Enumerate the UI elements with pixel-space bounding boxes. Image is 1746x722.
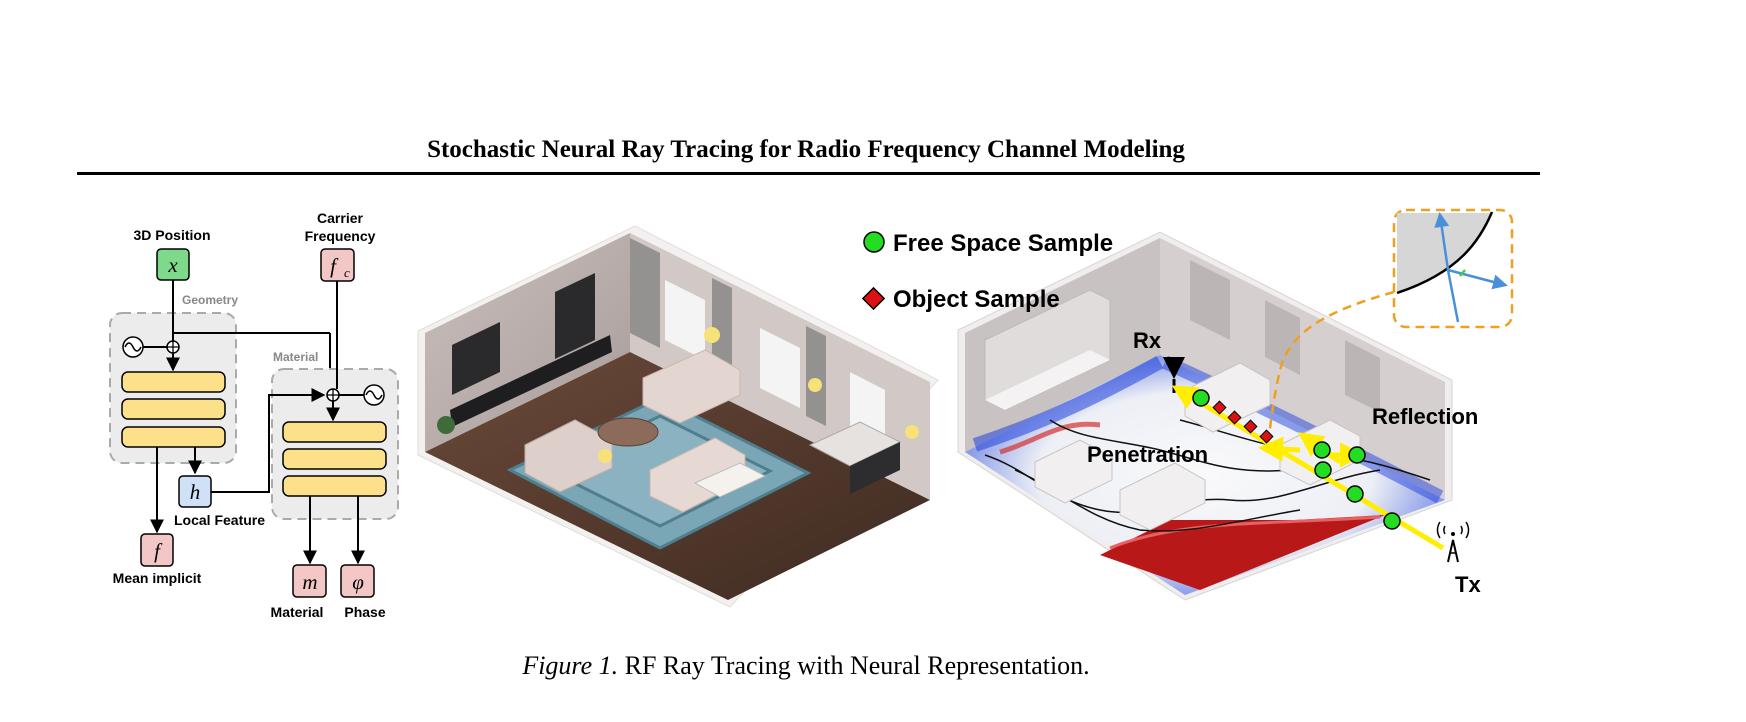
frequency-symbol: f — [330, 254, 339, 278]
position-input-label: 3D Position — [133, 227, 210, 243]
legend: Free Space Sample Object Sample — [861, 230, 1113, 313]
free-sample — [1314, 461, 1332, 479]
mean-implicit-symbol: f — [154, 539, 163, 563]
geometry-label: Geometry — [182, 293, 238, 307]
frequency-input-label-1: Carrier — [317, 210, 363, 226]
geometry-layer-2 — [121, 398, 226, 420]
free-sample — [1348, 446, 1366, 464]
phase-output-symbol: φ — [352, 570, 364, 594]
free-sample — [1192, 389, 1210, 407]
figure-caption: Figure 1. RF Ray Tracing with Neural Rep… — [0, 651, 1612, 681]
material-output-box — [292, 564, 327, 598]
material-layer-1 — [282, 421, 387, 443]
penetration-ray — [1258, 436, 1301, 462]
object-sample — [1243, 419, 1258, 434]
local-feature-label: Local Feature — [174, 512, 265, 528]
inset-connector — [1266, 290, 1395, 446]
material-output-symbol: m — [302, 570, 317, 594]
frequency-input-label-2: Frequency — [305, 228, 376, 244]
reflection-label: Reflection — [1372, 404, 1478, 429]
legend-object-marker — [861, 286, 886, 311]
phase-output-label: Phase — [344, 604, 385, 620]
material-layer-3 — [282, 475, 387, 497]
network-diagram: 3D Position x Carrier Frequency f c Geom… — [109, 210, 399, 620]
legend-free-marker — [863, 231, 885, 253]
room-render — [417, 225, 939, 608]
free-sample — [1383, 512, 1401, 530]
geometry-layer-1 — [121, 371, 226, 393]
object-sample — [1259, 429, 1274, 444]
material-output-label: Material — [271, 604, 324, 620]
mean-implicit-label: Mean implicit — [113, 570, 202, 586]
phase-output-box — [340, 564, 375, 598]
figure-caption-text: RF Ray Tracing with Neural Representatio… — [624, 651, 1090, 680]
material-label: Material — [273, 350, 318, 364]
penetration-label: Penetration — [1087, 442, 1208, 467]
rx-antenna-icon — [1163, 357, 1185, 379]
object-sample — [1227, 410, 1242, 425]
rx-label: Rx — [1133, 328, 1162, 353]
frequency-subscript: c — [344, 265, 350, 280]
local-feature-symbol: h — [190, 480, 201, 504]
object-sample — [1212, 400, 1227, 415]
position-symbol: x — [167, 253, 178, 277]
free-sample — [1313, 441, 1331, 459]
figure-caption-label: Figure 1. — [522, 651, 619, 680]
mean-implicit-box — [140, 533, 174, 567]
geometry-layer-3 — [121, 426, 226, 448]
ray-tracing-scene: Rx Tx Penetration Reflection Free Space … — [861, 208, 1514, 601]
material-layer-2 — [282, 448, 387, 470]
legend-object-label: Object Sample — [893, 286, 1060, 313]
paper-title: Stochastic Neural Ray Tracing for Radio … — [427, 136, 1185, 163]
legend-free-label: Free Space Sample — [893, 230, 1113, 257]
tx-antenna-icon — [1436, 521, 1470, 563]
title-rule — [77, 172, 1540, 175]
free-sample — [1346, 485, 1364, 503]
tx-label: Tx — [1455, 572, 1481, 597]
